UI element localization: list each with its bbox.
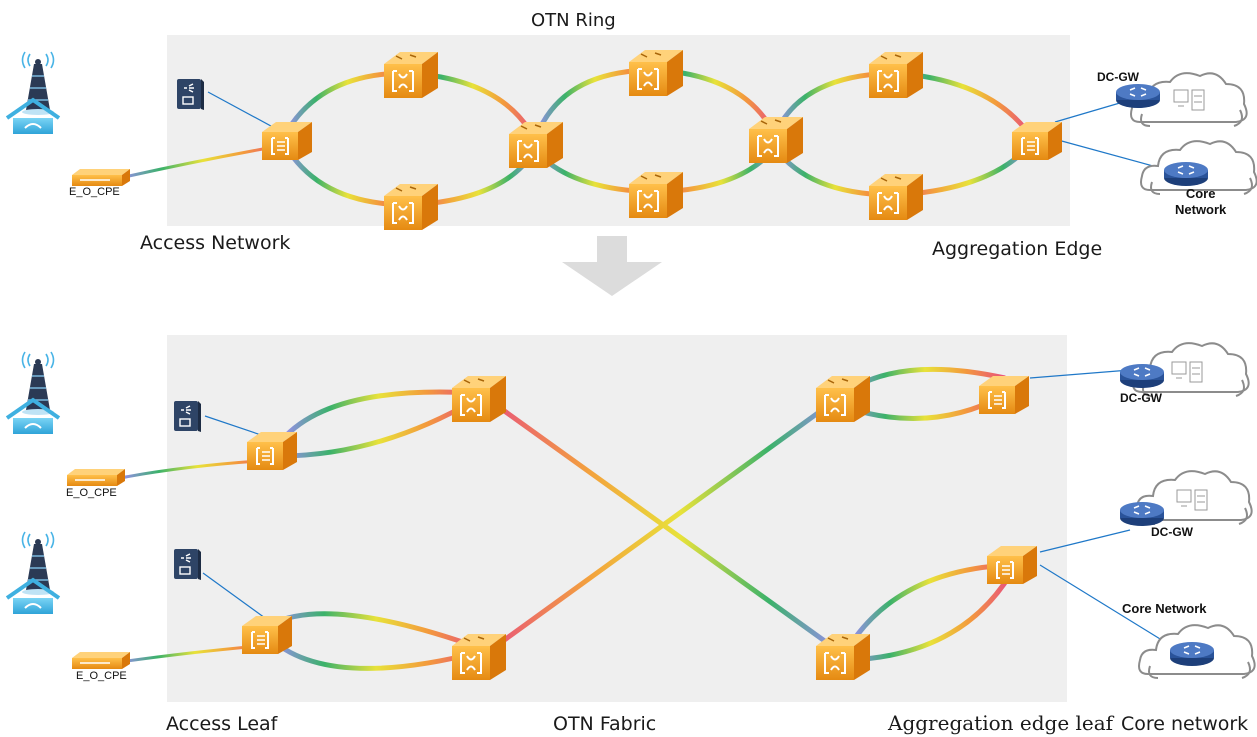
dcgw-label: DC-GW <box>1151 525 1193 539</box>
cpe-icon <box>66 468 126 487</box>
dcgw-label: DC-GW <box>1097 70 1139 84</box>
cpe-label: E_O_CPE <box>66 487 117 499</box>
terminal-icon <box>173 548 202 581</box>
router-icon <box>1119 501 1165 527</box>
otn-node-icon <box>508 121 564 169</box>
otn-node-icon <box>868 51 924 99</box>
transition-arrow <box>562 236 662 296</box>
access-leaf-device-icon <box>241 615 293 655</box>
agg-leaf-device-icon <box>986 545 1038 585</box>
bottom-wires <box>202 369 1179 651</box>
fabric-node-icon <box>451 633 507 681</box>
otn-node-icon <box>383 51 439 99</box>
agg-leaf-device-icon <box>978 375 1030 415</box>
dcgw-label: DC-GW <box>1120 391 1162 405</box>
terminal-icon <box>176 78 205 111</box>
router-icon <box>1169 641 1215 667</box>
otn-node-icon <box>868 173 924 221</box>
otn-fabric-caption: OTN Fabric <box>553 713 657 735</box>
fabric-node-icon <box>815 633 871 681</box>
router-icon <box>1119 363 1165 389</box>
access-leaf-caption: Access Leaf <box>166 713 278 735</box>
otn-node-icon <box>261 121 313 161</box>
router-icon <box>1115 83 1161 109</box>
otn-ring-title: OTN Ring <box>531 10 616 31</box>
core-network-label: Core Network <box>1175 186 1226 218</box>
core-label-line2: Network <box>1175 202 1227 217</box>
router-icon <box>1163 161 1209 187</box>
cpe-icon <box>71 168 131 187</box>
core-network-label: Core Network <box>1122 601 1207 616</box>
otn-node-icon <box>628 49 684 97</box>
access-network-caption: Access Network <box>140 232 291 254</box>
access-leaf-device-icon <box>246 431 298 471</box>
cpe-label: E_O_CPE <box>69 186 120 198</box>
fabric-node-icon <box>451 375 507 423</box>
otn-node-icon <box>1011 121 1063 161</box>
bottom-panel <box>167 335 1067 702</box>
core-network-caption: Core network <box>1121 713 1249 735</box>
otn-node-icon <box>383 183 439 231</box>
otn-node-icon <box>748 116 804 164</box>
cpe-icon <box>71 651 131 670</box>
aggregation-edge-caption: Aggregation Edge <box>932 238 1103 260</box>
core-label-line1: Core <box>1185 186 1216 201</box>
cpe-label: E_O_CPE <box>76 670 127 682</box>
otn-node-icon <box>628 171 684 219</box>
terminal-icon <box>173 400 202 433</box>
aggregation-edge-leaf-caption: Aggregation edge leaf <box>888 711 1114 735</box>
fabric-node-icon <box>815 375 871 423</box>
